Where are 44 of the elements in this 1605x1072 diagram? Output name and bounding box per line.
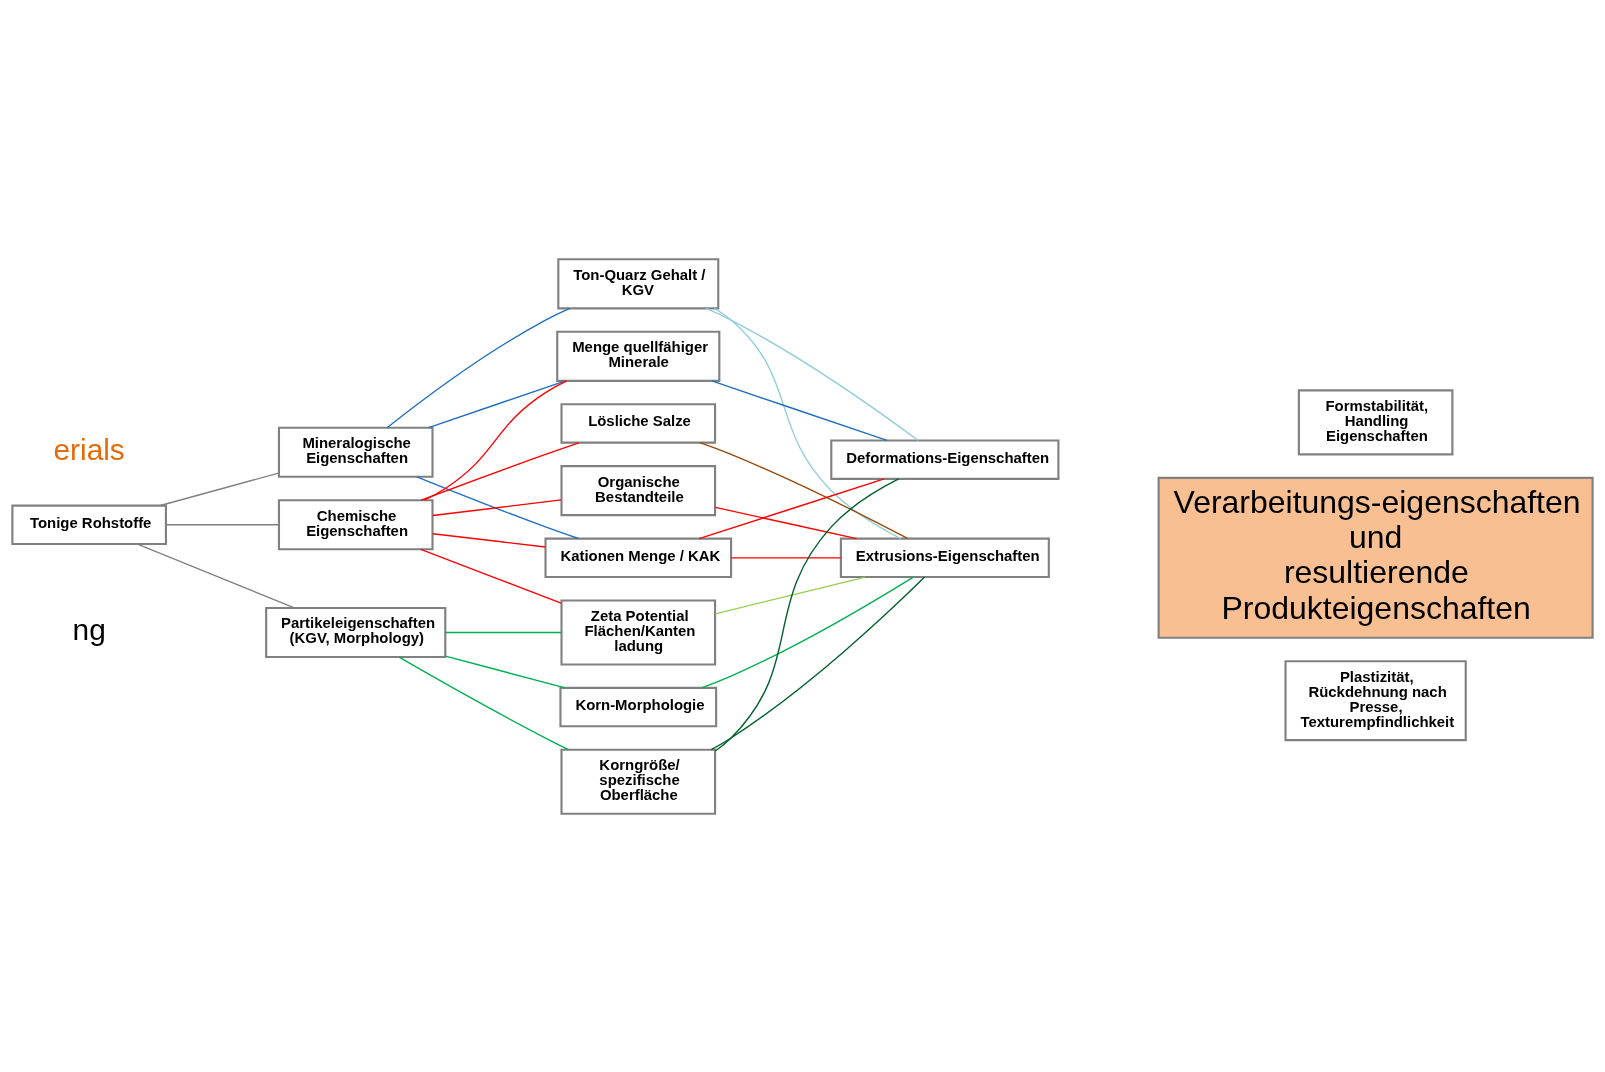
node-box: Extrusions-Eigenschaften xyxy=(839,537,1050,578)
connector xyxy=(386,307,571,428)
connector xyxy=(705,307,919,441)
connector xyxy=(432,532,546,548)
node-box: Kationen Menge / KAK xyxy=(544,537,733,578)
connector xyxy=(165,523,280,525)
node-box: Menge quellfähiger Minerale xyxy=(556,330,721,382)
connector xyxy=(136,542,295,609)
node-box: Verarbeitungs-eigenschaften und resultierende Produkteigenschaften xyxy=(1157,476,1594,639)
node-box: Organische Bestandteile xyxy=(560,464,717,516)
node-box: Korn-Morphologie xyxy=(559,686,718,727)
node-box: Ton-Quarz Gehalt / KGV xyxy=(557,257,720,309)
node-box: Korngröße/ spezifische Oberfläche xyxy=(560,748,717,815)
node-box: Mineralogische Eigenschaften xyxy=(277,426,434,478)
connector xyxy=(714,506,858,539)
connector xyxy=(432,498,562,516)
connector xyxy=(444,654,566,689)
node-box: Tonige Rohstoffe xyxy=(11,504,167,545)
node-box: Chemische Eigenschaften xyxy=(277,498,434,550)
connector xyxy=(427,379,567,428)
connector xyxy=(416,475,580,539)
connector xyxy=(700,575,915,689)
connector xyxy=(420,441,580,501)
node-box: Partikeleigenschaften (KGV, Morphology) xyxy=(265,606,447,658)
connector xyxy=(711,379,888,441)
node-box: Zeta Potential Flächen/Kanten ladung xyxy=(560,598,717,665)
connector xyxy=(398,655,570,750)
label: ng xyxy=(72,612,106,646)
connector xyxy=(699,441,909,539)
connector xyxy=(713,307,902,539)
connector xyxy=(420,548,562,604)
connector xyxy=(423,379,568,501)
node-box: Formstabilität, Handling Eigenschaften xyxy=(1297,388,1454,455)
label: erials xyxy=(53,432,125,466)
connector xyxy=(159,471,280,506)
node-box: Deformations-Eigenschaften xyxy=(830,438,1060,480)
connector xyxy=(714,575,866,615)
connector xyxy=(714,477,900,752)
connector xyxy=(730,556,842,559)
node-box: Plastizität, Rückdehnung nach Presse, Texturempfindlichkeit xyxy=(1284,659,1467,741)
connector xyxy=(710,575,926,750)
connector xyxy=(444,631,563,633)
connector xyxy=(698,477,885,539)
node-box: Lösliche Salze xyxy=(560,402,717,444)
